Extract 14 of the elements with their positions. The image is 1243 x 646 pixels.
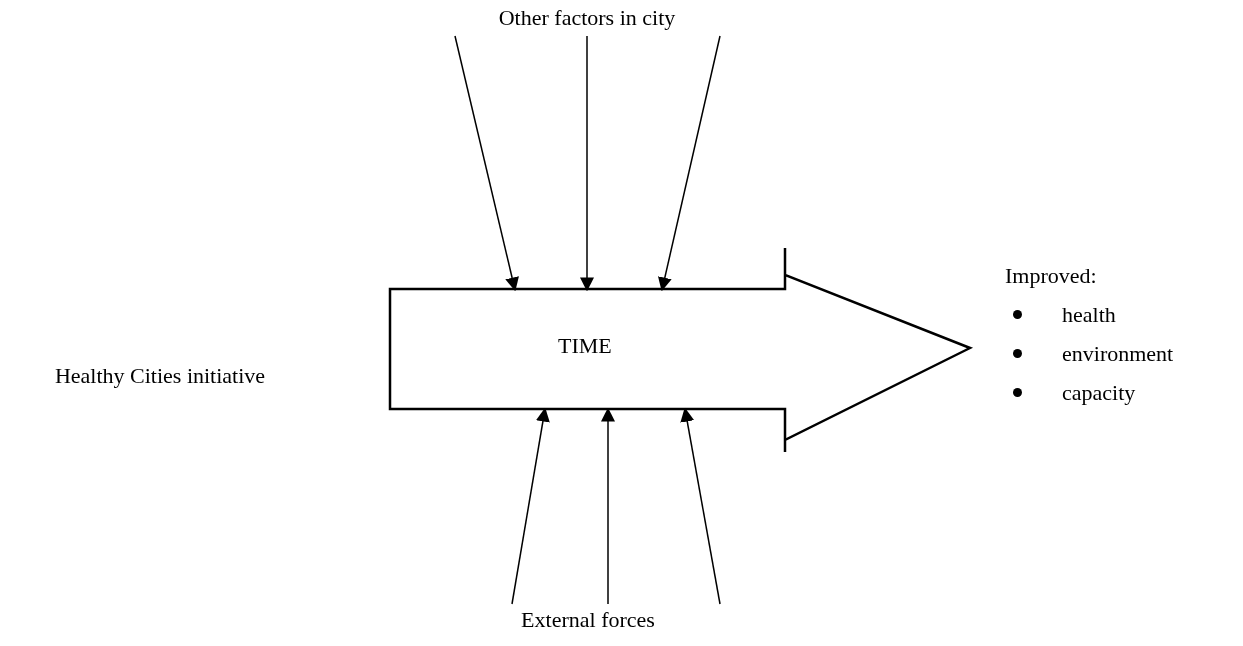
text-label: Other factors in city <box>498 4 676 32</box>
arrow <box>511 407 550 605</box>
arrow <box>454 35 519 292</box>
arrow-label: TIME <box>558 335 612 357</box>
arrow <box>601 407 615 605</box>
list-item: health <box>1062 303 1116 326</box>
text-label: External forces <box>521 606 655 634</box>
list-item: capacity <box>1062 381 1136 404</box>
text-label: Healthy Cities initiative <box>54 362 266 390</box>
list-item: environment <box>1062 342 1174 365</box>
arrow <box>680 407 721 605</box>
block-arrow <box>388 246 974 454</box>
list-heading: Improved: <box>1005 262 1097 290</box>
arrow <box>658 35 721 292</box>
